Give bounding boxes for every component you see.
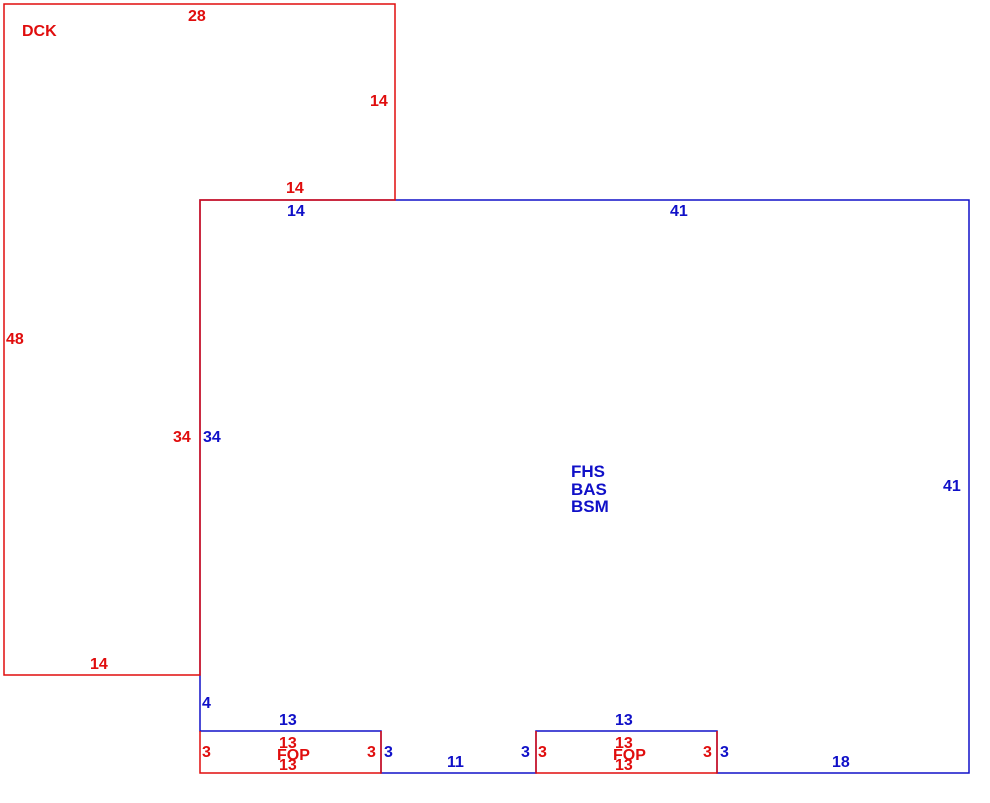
porch-right-house-dim-right: 3 [720,744,729,761]
porch-left-house-dim-right: 3 [384,744,393,761]
porch-right-dim-left: 3 [538,744,547,761]
porch-left-dim-bottom: 13 [279,757,297,774]
deck-dim-inner: 34 [173,429,191,446]
porch-left-dim-left: 3 [202,744,211,761]
house-code-bsm: BSM [571,497,609,516]
house-dim-top-left: 14 [287,203,305,220]
porch-right-outline [535,731,718,774]
house-dim-mid-bottom: 11 [447,754,464,771]
porch-left-outline [199,731,382,774]
deck-code-label: DCK [22,23,57,40]
porch-left-dim-top: 13 [279,735,297,752]
house-code-fhs: FHS [571,462,605,481]
porch-left-house-dim-top: 13 [279,712,297,729]
deck-dim-top: 28 [188,8,206,25]
porch-right-dim-top: 13 [615,735,633,752]
house-dim-left-lower: 4 [202,695,211,712]
house-dim-left-upper: 34 [203,429,221,446]
deck-dim-bottom: 14 [90,656,108,673]
deck-dim-right-upper: 14 [370,93,388,110]
deck-dim-left: 48 [6,331,24,348]
deck-outline [3,3,396,676]
porch-right-dim-right: 3 [703,744,712,761]
house-dim-right: 41 [943,478,961,495]
house-code-bas: BAS [571,480,607,499]
porch-left-code: FOP [277,747,310,764]
porch-right-code: FOP [613,747,646,764]
deck-dim-step-top: 14 [286,180,304,197]
porch-right-house-dim-left: 3 [521,744,530,761]
house-dim-top: 41 [670,203,688,220]
porch-right-house-dim-top: 13 [615,712,633,729]
porch-right-dim-bottom: 13 [615,757,633,774]
porch-left-dim-right: 3 [367,744,376,761]
house-dim-right-bottom: 18 [832,754,850,771]
